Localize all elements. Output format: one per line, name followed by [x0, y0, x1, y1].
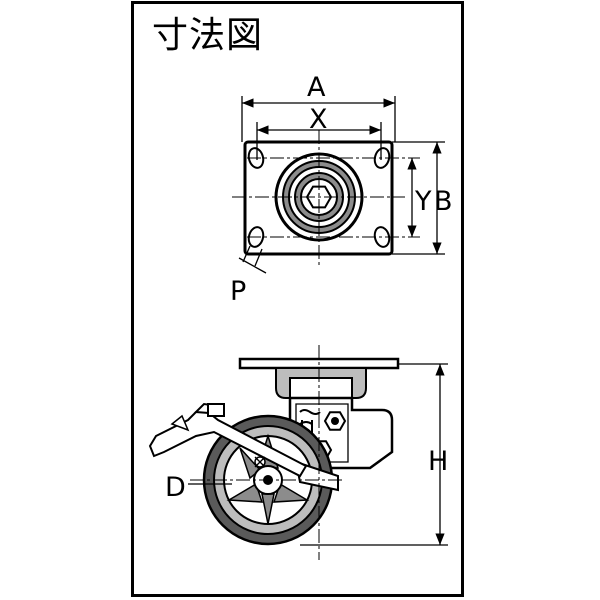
top-view: A X: [230, 72, 453, 307]
p-extension-b: [254, 248, 263, 267]
label-b: B: [434, 186, 453, 217]
brake-lever: [148, 402, 308, 478]
p-leader: [238, 257, 267, 274]
label-a: A: [307, 72, 326, 103]
mounting-slots: [247, 147, 391, 248]
label-x: X: [309, 104, 328, 135]
label-d: D: [165, 472, 186, 503]
bolt-upper: [323, 411, 347, 431]
diagram-title: 寸法図: [152, 15, 264, 56]
label-h: H: [428, 446, 448, 477]
side-view: H D: [148, 345, 448, 560]
label-p: P: [230, 276, 246, 307]
label-y: Y: [414, 186, 432, 217]
p-extension-a: [242, 245, 251, 263]
